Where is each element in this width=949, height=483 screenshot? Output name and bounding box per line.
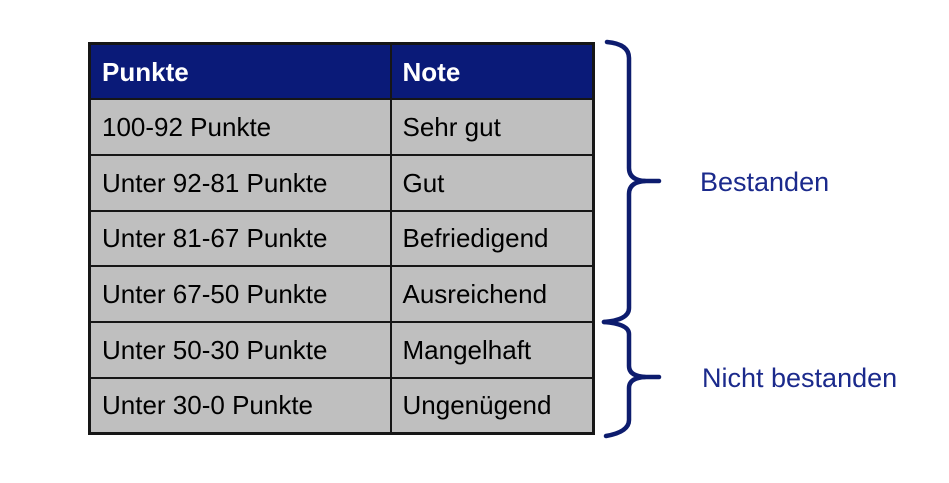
table-row: Unter 30-0 Punkte Ungenügend: [88, 376, 595, 435]
passed-brace-icon: [601, 39, 648, 325]
grade-table: Punkte Note 100-92 Punkte Sehr gut Unter…: [88, 42, 595, 435]
table-row: Unter 92-81 Punkte Gut: [88, 153, 595, 212]
cell-punkte: Unter 50-30 Punkte: [88, 320, 392, 379]
table-row: Unter 50-30 Punkte Mangelhaft: [88, 320, 595, 379]
cell-note: Gut: [389, 153, 595, 212]
table-row: Unter 67-50 Punkte Ausreichend: [88, 265, 595, 323]
cell-punkte: Unter 81-67 Punkte: [88, 209, 392, 268]
table-row: 100-92 Punkte Sehr gut: [88, 98, 595, 156]
failed-brace-icon: [601, 319, 648, 439]
cell-punkte: Unter 92-81 Punkte: [88, 153, 392, 212]
failed-label: Nicht bestanden: [702, 363, 898, 393]
cell-punkte: Unter 67-50 Punkte: [88, 265, 392, 323]
cell-note: Befriedigend: [389, 209, 595, 268]
table-row: Unter 81-67 Punkte Befriedigend: [88, 209, 595, 268]
cell-punkte: 100-92 Punkte: [88, 98, 392, 156]
passed-label: Bestanden: [700, 167, 830, 197]
cell-note: Ausreichend: [389, 265, 595, 323]
cell-note: Ungenügend: [389, 376, 595, 435]
header-cell-note: Note: [389, 42, 595, 101]
table-header-row: Punkte Note: [88, 42, 595, 101]
cell-note: Sehr gut: [389, 98, 595, 156]
cell-note: Mangelhaft: [389, 320, 595, 379]
cell-punkte: Unter 30-0 Punkte: [88, 376, 392, 435]
header-cell-punkte: Punkte: [88, 42, 392, 101]
